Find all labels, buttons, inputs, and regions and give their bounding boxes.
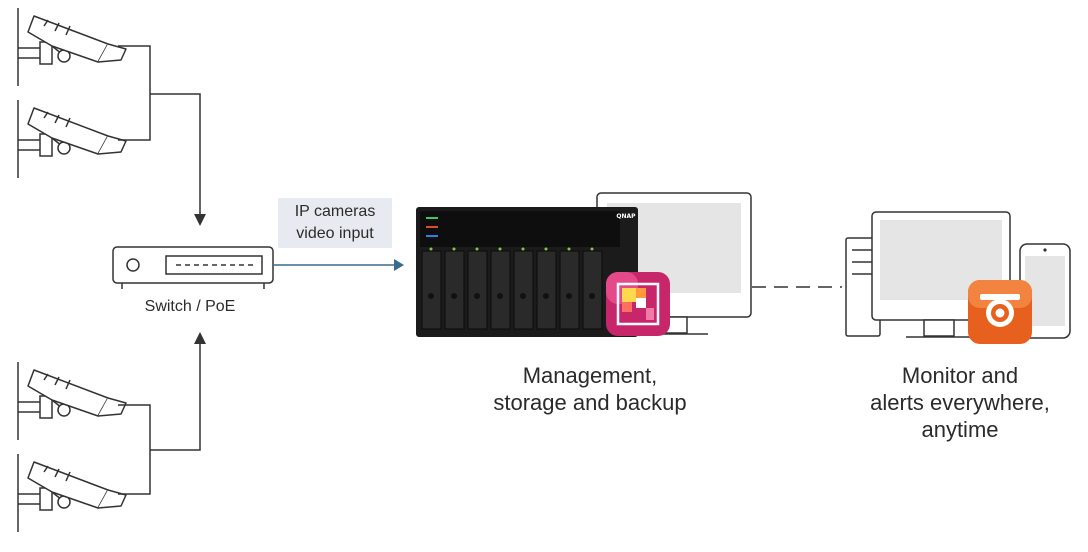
video-input-line2: video input xyxy=(296,225,374,242)
video-input-label-box xyxy=(278,198,392,248)
monitor-caption-line1: Monitor and xyxy=(901,363,1019,388)
alerts-camera-app-icon xyxy=(968,280,1032,344)
nas-device-icon xyxy=(416,207,638,337)
nas-caption-line2: storage and backup xyxy=(493,390,687,415)
bottom-camera-connector xyxy=(118,342,201,495)
qnap-brand-label: QNAP xyxy=(616,213,636,220)
monitor-caption: Monitor and alerts everywhere, anytime xyxy=(850,362,1070,443)
camera-1 xyxy=(17,7,127,87)
monitor-caption-line2: alerts everywhere, xyxy=(870,390,1050,415)
network-switch-icon xyxy=(112,246,274,289)
arrow-right-icon xyxy=(394,259,404,271)
arrow-down-icon xyxy=(194,214,206,226)
nas-caption: Management, storage and backup xyxy=(440,362,740,416)
monitor-caption-line3: anytime xyxy=(921,417,999,442)
arrow-up-icon xyxy=(194,332,206,344)
switch-label: Switch / PoE xyxy=(144,298,236,315)
camera-3 xyxy=(17,361,127,441)
top-camera-connector xyxy=(118,45,201,216)
camera-2 xyxy=(17,99,127,179)
camera-4 xyxy=(17,453,127,533)
nas-caption-line1: Management, xyxy=(522,363,658,388)
video-input-label: IP cameras video input xyxy=(278,201,392,245)
video-input-line1: IP cameras xyxy=(294,203,376,220)
surveillance-app-icon xyxy=(606,272,670,336)
